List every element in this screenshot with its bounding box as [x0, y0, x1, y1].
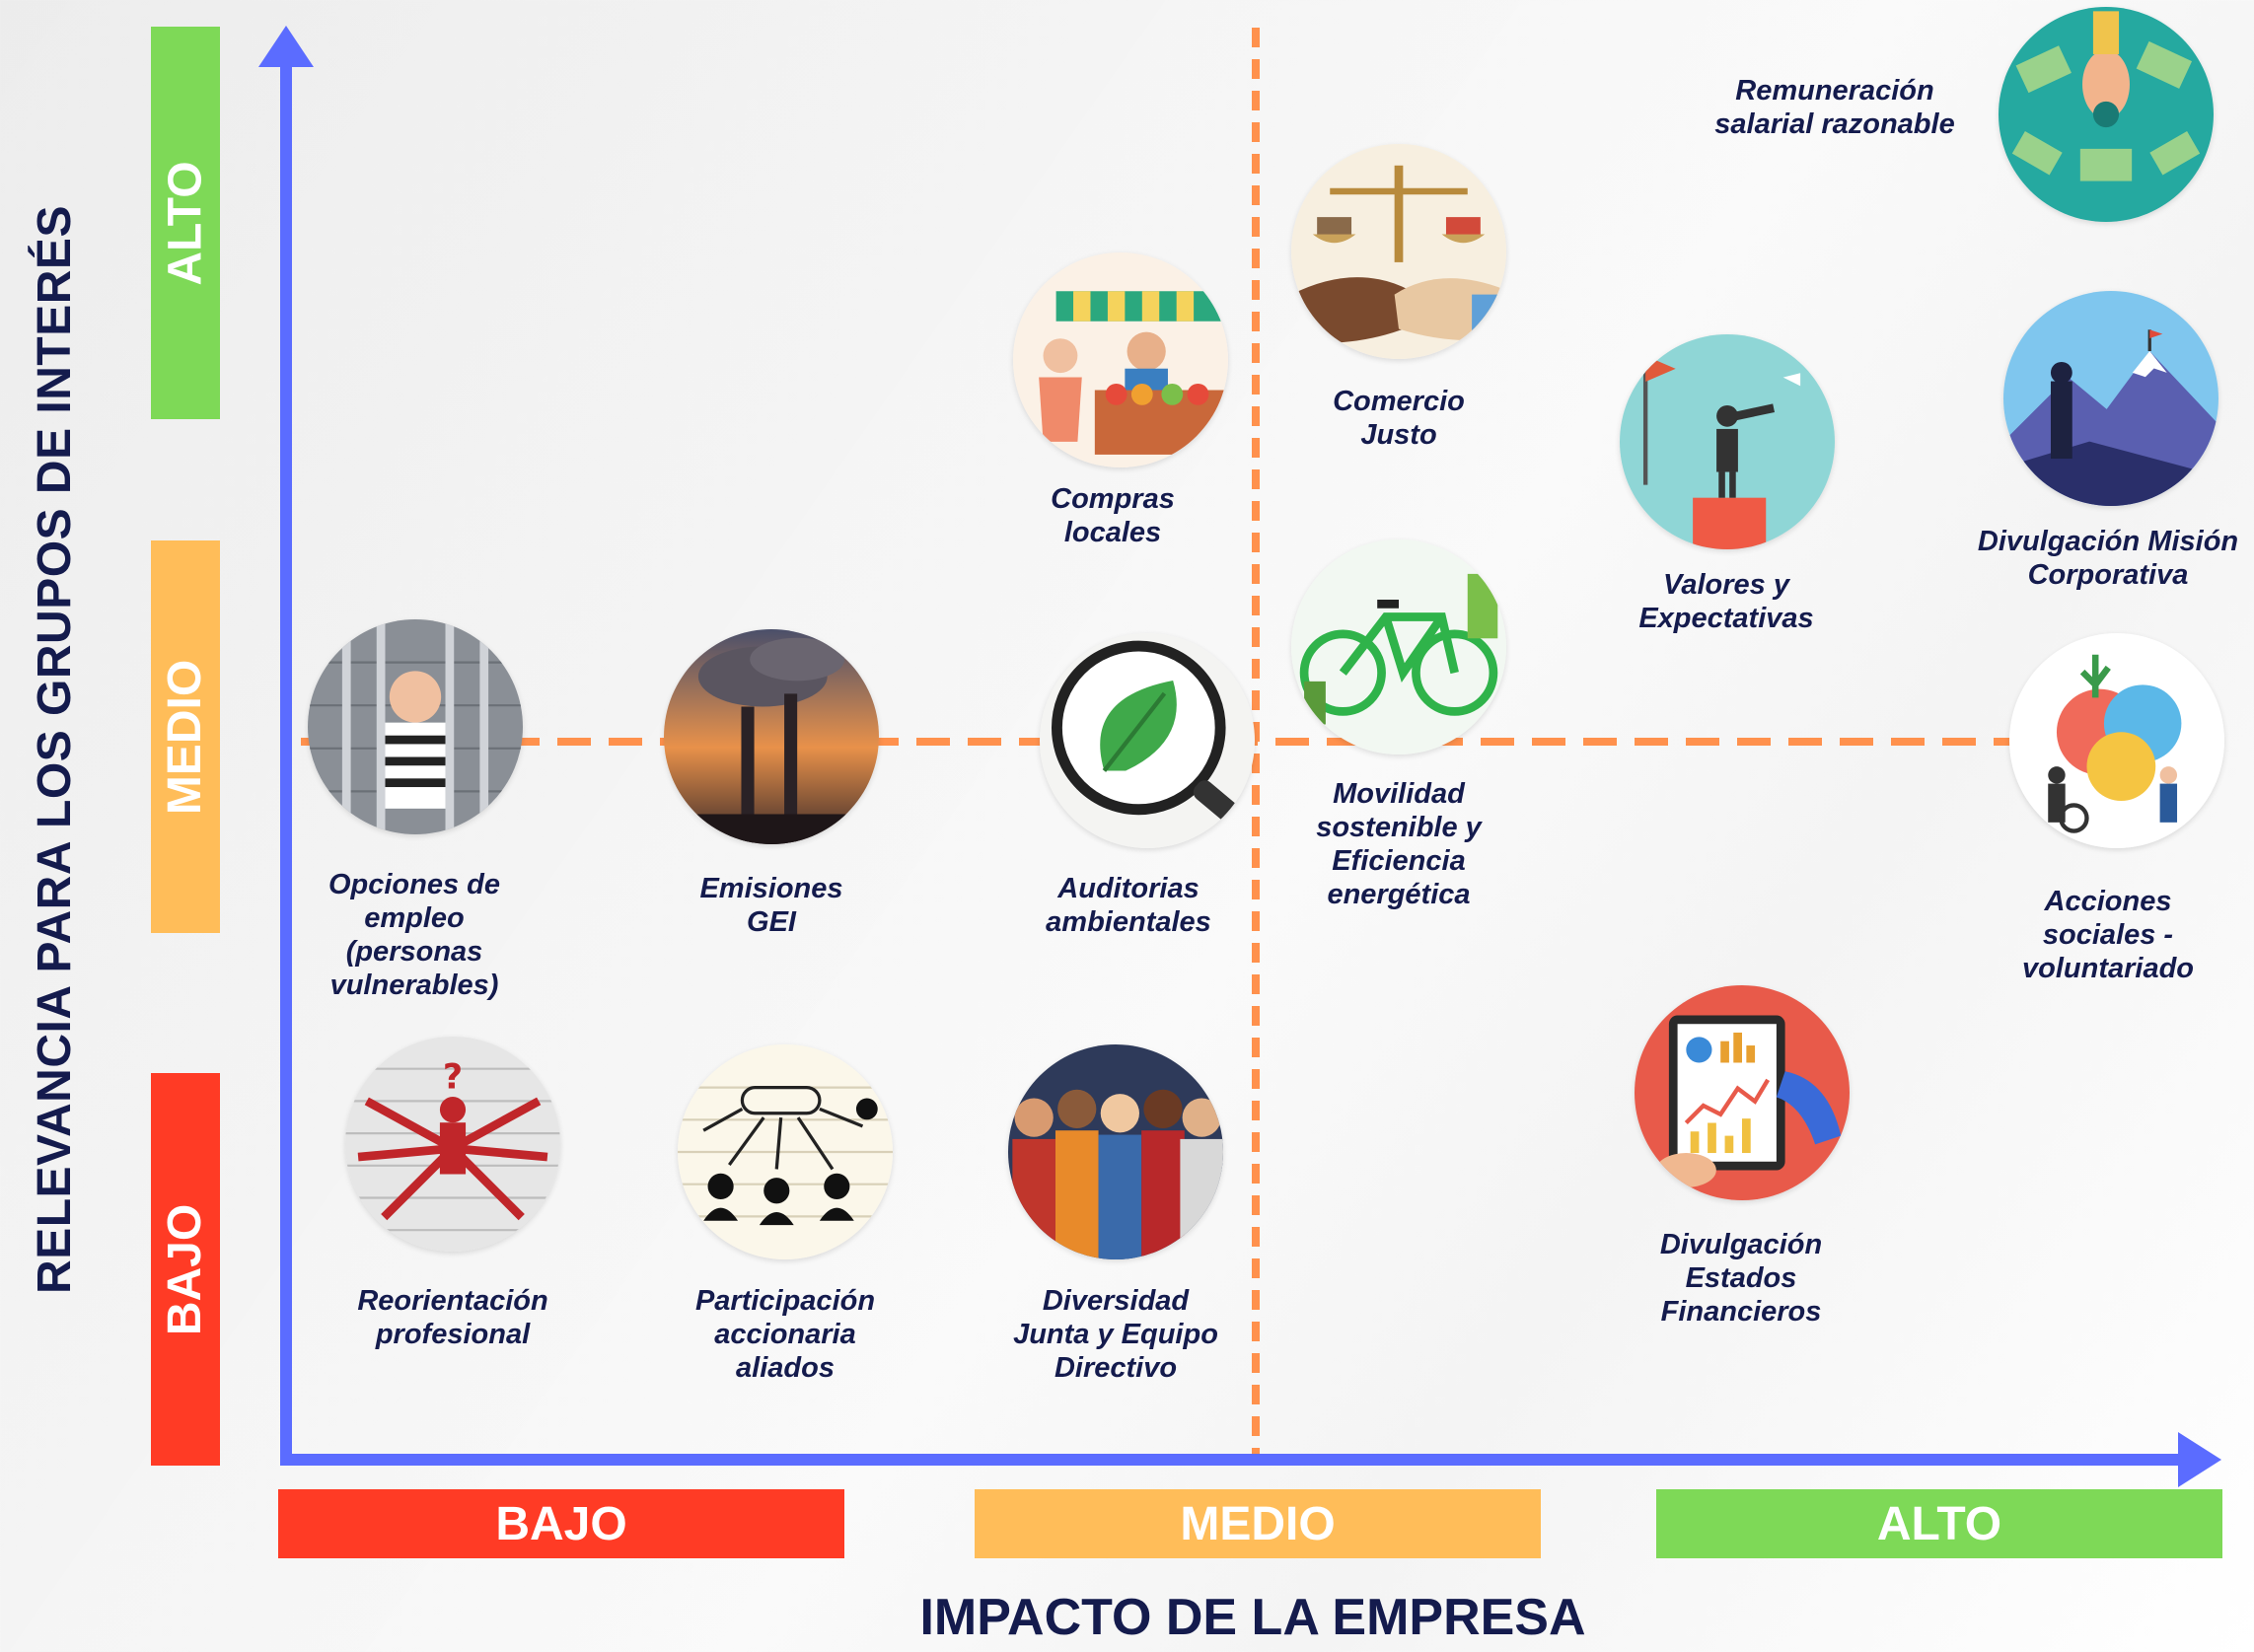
topic-label: Comercio Justo: [1333, 386, 1465, 451]
market-stall-icon: [1013, 252, 1228, 467]
topic-label: Diversidad Junta y Equipo Directivo: [1013, 1285, 1218, 1384]
topic-label: Emisiones GEI: [699, 873, 843, 938]
topic-label: Compras locales: [1051, 483, 1175, 548]
x-axis-title: IMPACTO DE LA EMPRESA: [919, 1589, 1586, 1646]
scale-handshake-icon: [1291, 144, 1506, 359]
shareholders-sketch-icon: [678, 1044, 893, 1259]
tablet-report-icon: [1635, 985, 1850, 1200]
career-question-icon: ?: [345, 1037, 560, 1252]
y-band-bajo: BAJO: [151, 1073, 220, 1466]
topic-label: Acciones sociales - voluntariado: [2021, 886, 2194, 984]
topic-label: Auditorias ambientales: [1046, 873, 1211, 938]
telescope-man-icon: [1620, 334, 1835, 549]
topic-label: Movilidad sostenible y Eficiencia energé…: [1316, 778, 1482, 910]
y-band-medio: MEDIO: [151, 540, 220, 933]
volunteers-icon: [2009, 633, 2224, 848]
topic-label: Reorientación profesional: [357, 1285, 548, 1350]
y-axis-arrowhead: [258, 26, 314, 67]
topic-label: Valores y Expectativas: [1638, 569, 1814, 634]
topic-label: Participación accionaria aliados: [694, 1285, 876, 1384]
x-axis-arrowhead: [2178, 1432, 2221, 1487]
x-band-alto: ALTO: [1656, 1489, 2222, 1558]
topic-label: Opciones de empleo (personas vulnerables…: [327, 869, 501, 1001]
topic-label: Divulgación Misión Corporativa: [1977, 526, 2239, 591]
magnifier-leaf-icon: [1040, 633, 1255, 848]
prisoner-icon: [308, 619, 523, 834]
green-bicycle-icon: [1291, 539, 1506, 754]
x-band-medio: MEDIO: [975, 1489, 1541, 1558]
svg-text:?: ?: [443, 1057, 463, 1097]
x-band-bajo: BAJO: [278, 1489, 844, 1558]
smokestack-icon: [664, 629, 879, 844]
y-axis-title: RELEVANCIA PARA LOS GRUPOS DE INTERÉS: [28, 205, 81, 1294]
diverse-crowd-icon: [1008, 1044, 1223, 1259]
hands-money-icon: [1999, 7, 2214, 222]
y-band-alto: ALTO: [151, 27, 220, 419]
topic-label: Divulgación Estados Financieros: [1659, 1229, 1823, 1328]
mountain-flag-icon: [2003, 291, 2218, 506]
topic-label: Remuneración salarial razonable: [1714, 75, 1955, 140]
